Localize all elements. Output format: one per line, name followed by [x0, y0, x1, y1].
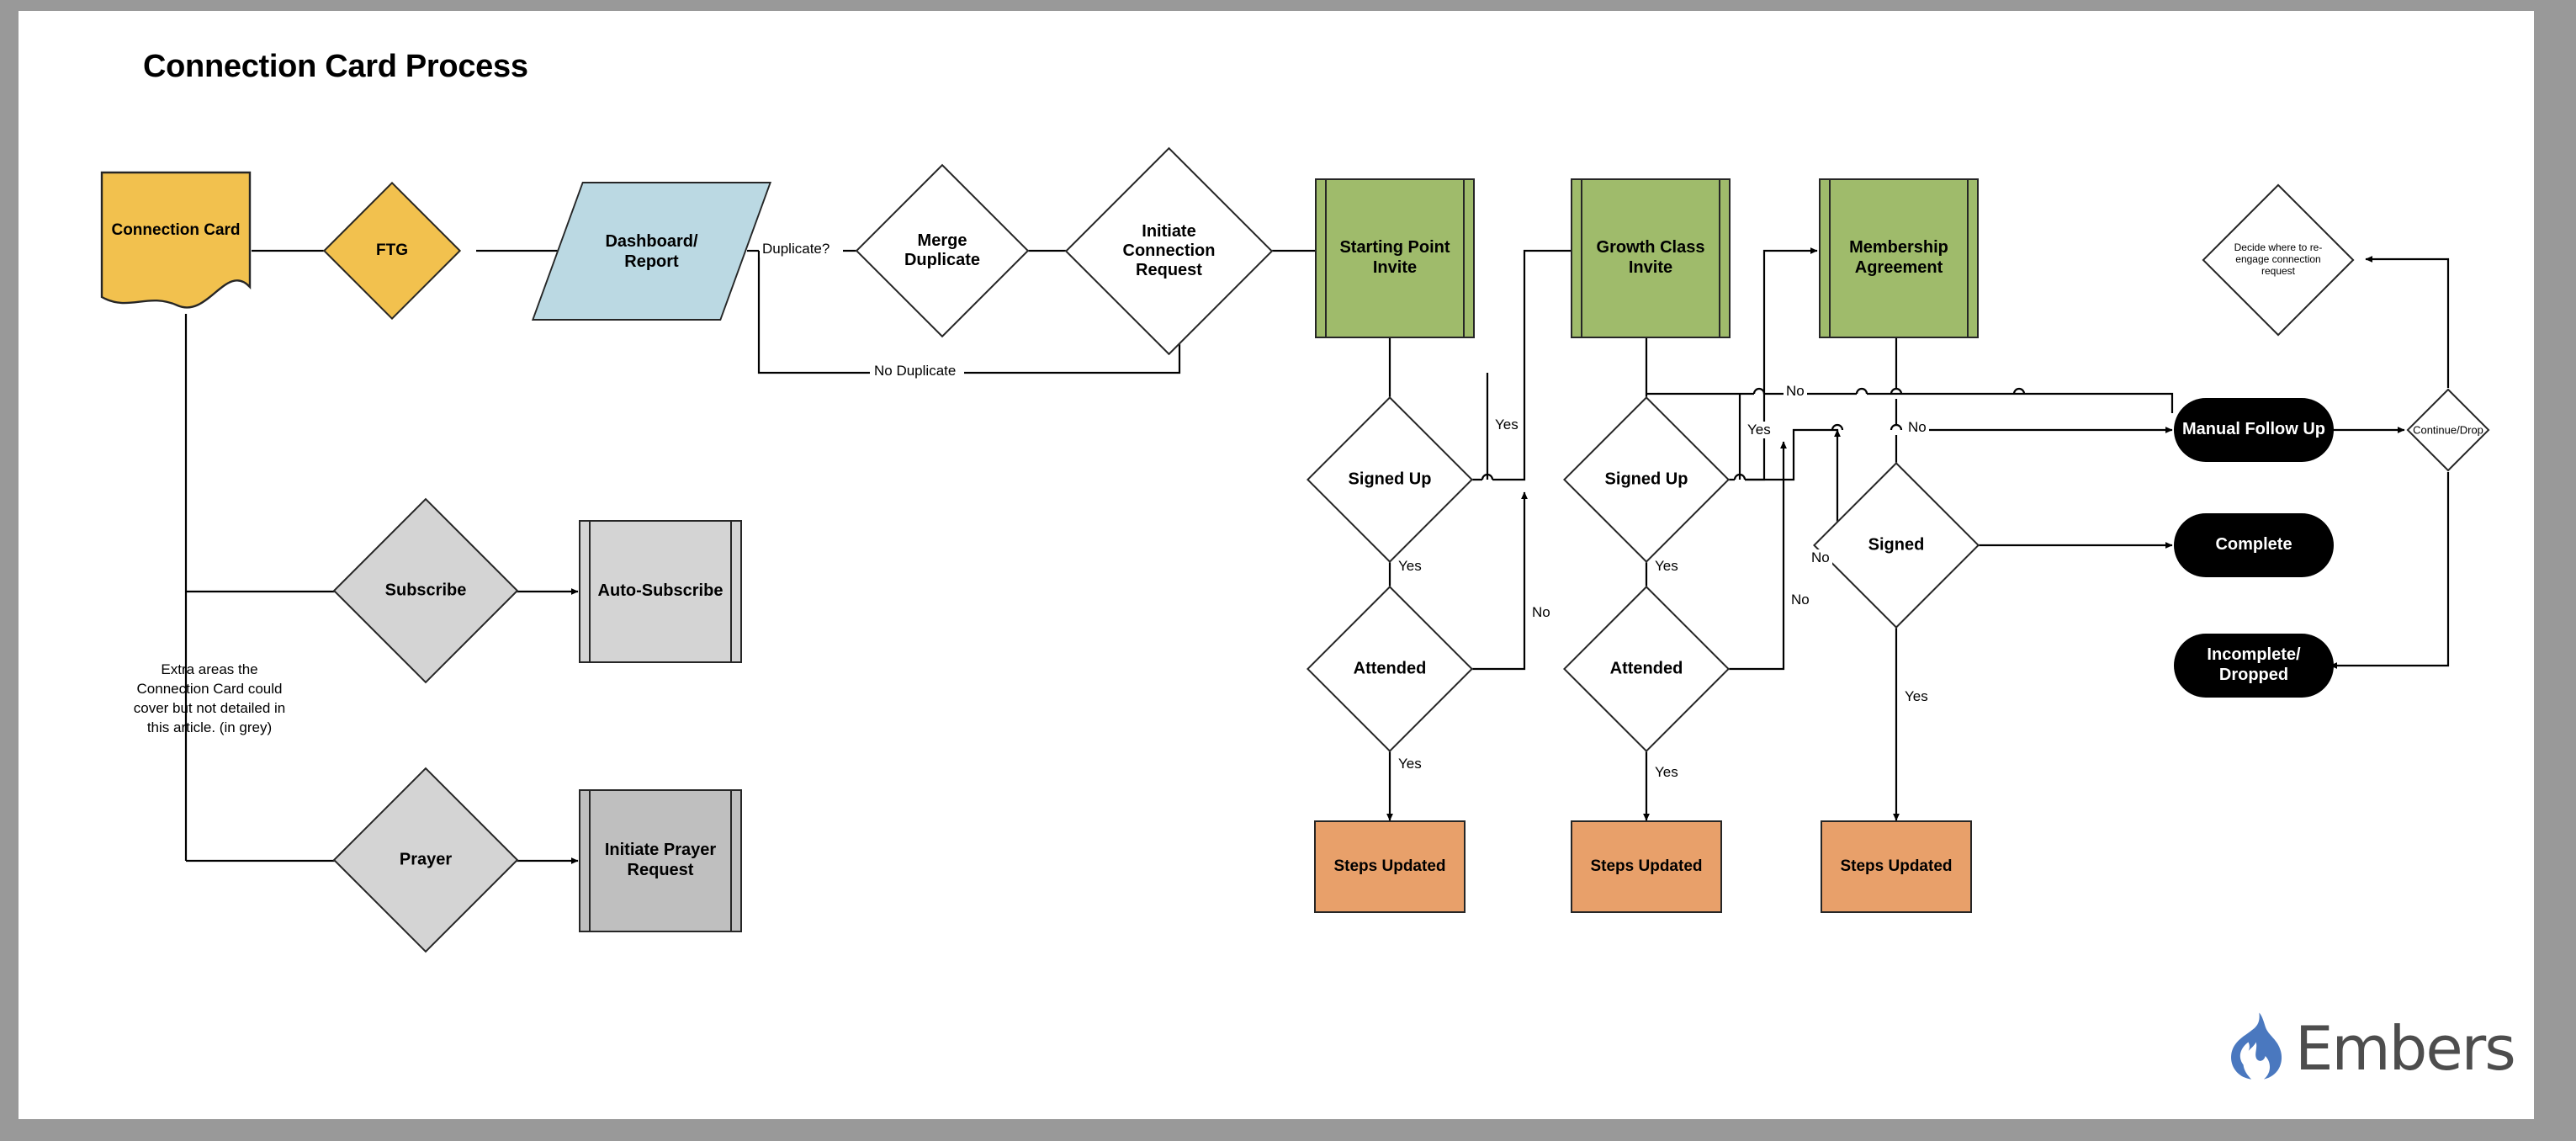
node-manual-follow-up-label: Manual Follow Up [2182, 420, 2325, 439]
edge-label-no-attended1: No [1529, 604, 1553, 621]
dr-line1: Decide where to re- [2234, 241, 2323, 254]
node-signed-up-1-label: Signed Up [1348, 470, 1432, 489]
dr-line3: request [2261, 264, 2296, 277]
node-subscribe[interactable]: Subscribe [332, 497, 519, 684]
edge-label-no-duplicate: No Duplicate [872, 363, 959, 379]
diagram-canvas: Connection Card Process [19, 11, 2534, 1119]
edge-label-yes-signedup2-right: Yes [1745, 422, 1773, 438]
document-shape [100, 171, 252, 309]
note-line4: this article. (in grey) [146, 719, 273, 735]
node-auto-subscribe-label: Auto-Subscribe [597, 581, 724, 601]
sp-line2: Invite [1372, 258, 1418, 277]
node-dashboard-report-label: Dashboard/ Report [557, 231, 746, 272]
edge-label-yes-signedup1-down: Yes [1396, 558, 1424, 575]
node-continue-drop[interactable]: Continue/Drop [2406, 388, 2490, 472]
edge-label-no-signed: No [1809, 549, 1832, 566]
edge-label-yes-signedup2-down: Yes [1652, 558, 1681, 575]
edge-label-no-membership: No [1905, 419, 1929, 436]
ip-line1: Initiate Prayer [604, 841, 717, 860]
node-decide-reengage[interactable]: Decide where to re- engage connection re… [2202, 183, 2355, 337]
ic-line2: Connection [1122, 241, 1216, 260]
node-prayer[interactable]: Prayer [332, 767, 519, 953]
edge-label-yes-attended2-down: Yes [1652, 764, 1681, 781]
node-auto-subscribe[interactable]: Auto-Subscribe [579, 520, 742, 663]
id-line1: Incomplete/ [2207, 645, 2301, 665]
edge-label-yes-attended1-down: Yes [1396, 756, 1424, 772]
node-connection-card-label: Connection Card [111, 221, 241, 240]
node-starting-point-invite[interactable]: Starting Point Invite [1315, 178, 1475, 338]
grey-area-note: Extra areas the Connection Card could co… [101, 661, 318, 738]
note-line2: Connection Card could [136, 680, 283, 697]
ma-line1: Membership [1849, 238, 1948, 257]
dr-line2: engage connection [2235, 253, 2321, 266]
node-attended-1[interactable]: Attended [1307, 586, 1473, 752]
edge-label-yes-signed: Yes [1902, 688, 1931, 705]
node-growth-class-invite[interactable]: Growth Class Invite [1571, 178, 1731, 338]
ic-line3: Request [1136, 261, 1202, 280]
node-complete-label: Complete [2215, 535, 2292, 555]
node-steps-updated-1[interactable]: Steps Updated [1314, 820, 1466, 913]
dashboard-line1: Dashboard/ [605, 231, 698, 251]
embers-logo: Embers [2214, 1008, 2516, 1085]
flame-icon [2231, 1012, 2282, 1080]
gc-line2: Invite [1628, 258, 1673, 277]
node-steps-updated-2-label: Steps Updated [1590, 857, 1703, 875]
node-attended-1-label: Attended [1353, 659, 1427, 678]
node-connection-card[interactable]: Connection Card [100, 171, 252, 314]
node-signed-up-2[interactable]: Signed Up [1563, 396, 1730, 563]
id-line2: Dropped [2218, 666, 2289, 684]
edge-label-no-attended2: No [1789, 592, 1812, 608]
embers-wordmark: Embers [2295, 1013, 2516, 1084]
node-ftg[interactable]: FTG [322, 181, 462, 321]
node-signed[interactable]: Signed [1813, 462, 1980, 629]
node-initiate-connection-request[interactable]: Initiate Connection Request [1064, 146, 1274, 356]
ma-line2: Agreement [1854, 258, 1943, 277]
edge-label-no-growthclass: No [1784, 383, 1807, 400]
note-line1: Extra areas the [161, 661, 258, 677]
node-dashboard-report[interactable]: Dashboard/ Report [531, 182, 772, 321]
merge-line2: Duplicate [904, 251, 981, 269]
note-line3: cover but not detailed in [133, 699, 286, 716]
ic-line1: Initiate [1142, 221, 1196, 241]
edge-label-duplicate-q: Duplicate? [760, 241, 833, 257]
node-starting-point-label: Starting Point Invite [1334, 238, 1455, 278]
node-ftg-label: FTG [376, 241, 408, 259]
node-membership-agreement-label: Membership Agreement [1844, 238, 1953, 278]
node-incomplete-dropped[interactable]: Incomplete/ Dropped [2174, 634, 2334, 698]
node-steps-updated-3[interactable]: Steps Updated [1821, 820, 1972, 913]
node-prayer-label: Prayer [399, 850, 453, 869]
sp-line1: Starting Point [1339, 238, 1450, 257]
node-attended-2[interactable]: Attended [1563, 586, 1730, 752]
edge-label-yes-signedup1-right: Yes [1492, 417, 1521, 433]
node-attended-2-label: Attended [1609, 659, 1683, 678]
node-signed-label: Signed [1868, 535, 1925, 555]
node-steps-updated-1-label: Steps Updated [1333, 857, 1446, 875]
node-initiate-connection-label: Initiate Connection Request [1070, 222, 1268, 281]
node-merge-duplicate-label: Merge Duplicate [856, 231, 1029, 270]
dashboard-line2: Report [624, 252, 679, 271]
node-decide-reengage-label: Decide where to re- engage connection re… [2223, 241, 2334, 278]
node-signed-up-2-label: Signed Up [1604, 470, 1688, 489]
node-initiate-prayer-label: Initiate Prayer Request [600, 841, 721, 880]
node-merge-duplicate[interactable]: Merge Duplicate [855, 163, 1030, 338]
node-continue-drop-label: Continue/Drop [2413, 423, 2483, 437]
page-title: Connection Card Process [143, 49, 528, 84]
node-incomplete-dropped-label: Incomplete/ Dropped [2202, 645, 2305, 685]
node-membership-agreement[interactable]: Membership Agreement [1819, 178, 1979, 338]
merge-line1: Merge [917, 231, 967, 250]
node-manual-follow-up[interactable]: Manual Follow Up [2174, 398, 2334, 462]
node-complete[interactable]: Complete [2174, 513, 2334, 577]
node-initiate-prayer-request[interactable]: Initiate Prayer Request [579, 789, 742, 932]
node-subscribe-label: Subscribe [384, 581, 467, 600]
node-steps-updated-2[interactable]: Steps Updated [1571, 820, 1722, 913]
node-signed-up-1[interactable]: Signed Up [1307, 396, 1473, 563]
gc-line1: Growth Class [1596, 238, 1705, 257]
ip-line2: Request [627, 861, 694, 879]
node-growth-class-label: Growth Class Invite [1592, 238, 1710, 278]
node-steps-updated-3-label: Steps Updated [1840, 857, 1953, 875]
